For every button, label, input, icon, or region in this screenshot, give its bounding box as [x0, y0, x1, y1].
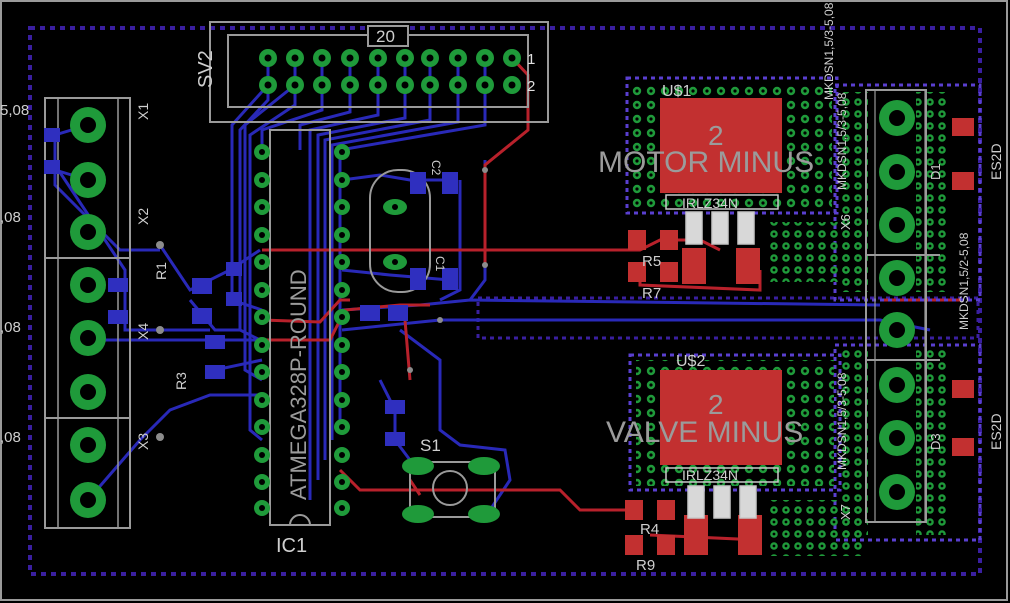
crystal [369, 169, 431, 293]
edge-label: ,08 [0, 429, 21, 446]
mosfet-outlines [665, 194, 779, 519]
r7-label: R7 [642, 285, 661, 302]
r4-label: R4 [640, 521, 659, 538]
us2-label: U$2 [676, 353, 705, 370]
mosfet-pin2-top: 2 [708, 120, 724, 151]
es2d-top-label: ES2D [988, 143, 1004, 180]
left-edge-labels: 5,08 ,08 ,08 ,08 [0, 102, 29, 446]
smd-top-parts [625, 98, 974, 555]
terminal-block-right [865, 89, 940, 523]
irlz-bottom-label: IRLZ34N [682, 467, 738, 483]
header-sv2 [209, 21, 549, 123]
mcu-label: ATMEGA328P-ROUND [286, 269, 311, 500]
r1-label: R1 [153, 262, 169, 280]
header-pin-1: 1 [527, 51, 535, 68]
switch-s1 [402, 457, 500, 523]
edge-label: 5,08 [0, 102, 29, 119]
d1-label: D1 [928, 163, 943, 180]
vias [156, 167, 488, 441]
edge-label: ,08 [0, 209, 21, 226]
ic1-mcu [254, 129, 350, 526]
x3-label: X3 [135, 433, 151, 450]
motor-minus-label: MOTOR MINUS [598, 146, 814, 179]
header-pin-2: 2 [527, 78, 535, 95]
terminal-bottom-label: MKDSN1,5/3-5,08 [822, 2, 836, 100]
d3-label: D3 [928, 433, 943, 450]
us1-label: U$1 [662, 83, 691, 100]
terminal-lower-label: MKDSN1,5/3-5,08 [835, 372, 849, 470]
es2d-bottom-label: ES2D [988, 413, 1004, 450]
mosfet-pin2-bottom: 2 [708, 389, 724, 420]
c1-label: C1 [433, 256, 447, 272]
smd-bottom-parts [108, 172, 458, 446]
r3-label: R3 [173, 372, 189, 390]
ic1-label: IC1 [276, 535, 307, 557]
irlz-top-label: IRLZ34N [682, 195, 738, 211]
edge-label: ,08 [0, 319, 21, 336]
terminal-block-left [44, 97, 131, 529]
c2-label: C2 [429, 160, 443, 176]
keepout-regions [625, 76, 982, 542]
x4-label: X4 [135, 323, 151, 340]
x7-label: X7 [838, 504, 853, 520]
terminal-top-label: MKDSN1,5/3-5,08 [835, 92, 849, 190]
sv2-label: SV2 [195, 50, 217, 88]
x2-label: X2 [135, 208, 151, 225]
r9-label: R9 [636, 557, 655, 574]
terminal-mid-label: MKDSN1,5/2-5,08 [957, 232, 971, 330]
header-pin-count: 20 [376, 27, 395, 46]
r5-label: R5 [642, 253, 661, 270]
x1-label: X1 [135, 103, 151, 120]
s1-label: S1 [420, 436, 441, 455]
valve-minus-label: VALVE MINUS [606, 416, 803, 449]
x6-label: X6 [838, 214, 853, 230]
